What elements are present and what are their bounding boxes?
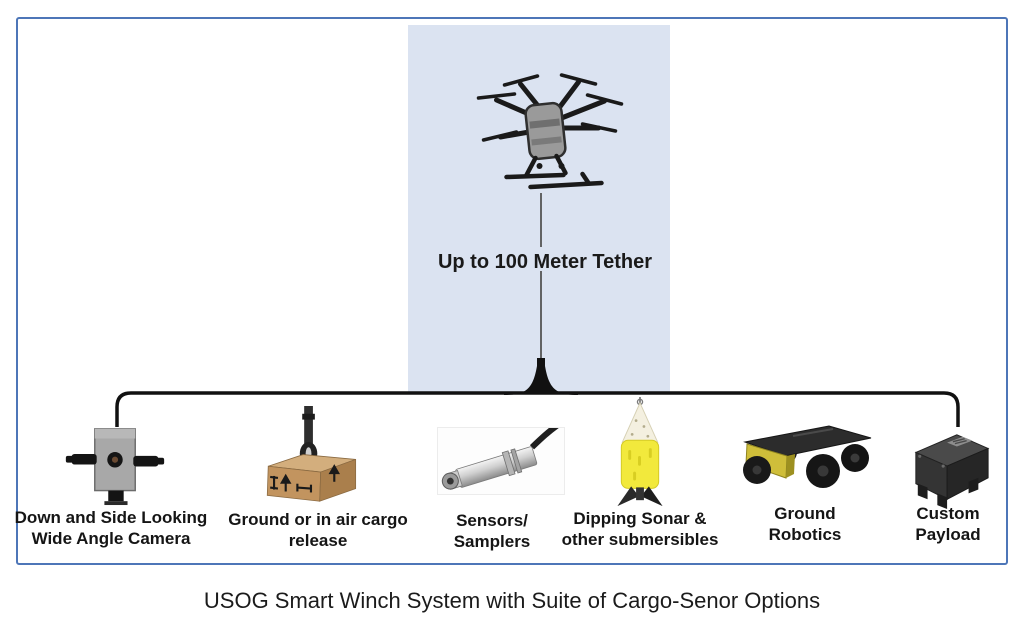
option-label-line: Wide Angle Camera — [31, 529, 191, 548]
option-label-line: release — [288, 531, 348, 550]
bracket-path — [115, 391, 960, 427]
option-label-dipping-sonar: Dipping Sonar & other submersibles — [535, 508, 745, 550]
option-label-ground-robotics: Ground Robotics — [740, 503, 870, 545]
cargo-release-icon — [266, 406, 357, 502]
option-label-line: Dipping Sonar & — [573, 509, 707, 528]
bracket-center-peak — [504, 358, 578, 395]
dipping-sonar-icon — [617, 397, 663, 507]
distribution-bracket — [115, 193, 960, 427]
option-label-line: Sensors/ — [456, 511, 528, 530]
figure-caption: USOG Smart Winch System with Suite of Ca… — [203, 588, 821, 613]
option-label-line: Custom — [916, 504, 980, 523]
option-label-sensors: Sensors/ Samplers — [427, 510, 557, 552]
custom-payload-icon — [914, 434, 990, 510]
option-label-line: other submersibles — [561, 530, 719, 549]
sensor-probe-icon — [437, 427, 565, 495]
wide-angle-camera-icon — [65, 428, 165, 506]
hexacopter-drone-icon — [476, 73, 624, 190]
sky-panel — [408, 25, 670, 392]
option-label-line: Payload — [915, 525, 981, 544]
tether-label: Up to 100 Meter Tether — [437, 251, 653, 273]
option-label-line: Ground — [774, 504, 836, 523]
option-label-line: Down and Side Looking — [14, 508, 208, 527]
option-label-line: Ground or in air cargo — [228, 510, 408, 529]
option-label-camera: Down and Side Looking Wide Angle Camera — [6, 507, 216, 549]
option-label-cargo-release: Ground or in air cargo release — [213, 509, 423, 551]
option-label-custom-payload: Custom Payload — [892, 503, 1004, 545]
option-label-line: Samplers — [453, 532, 531, 551]
figure-border — [16, 17, 1008, 565]
option-label-line: Robotics — [768, 525, 842, 544]
ground-robot-icon — [743, 425, 872, 488]
